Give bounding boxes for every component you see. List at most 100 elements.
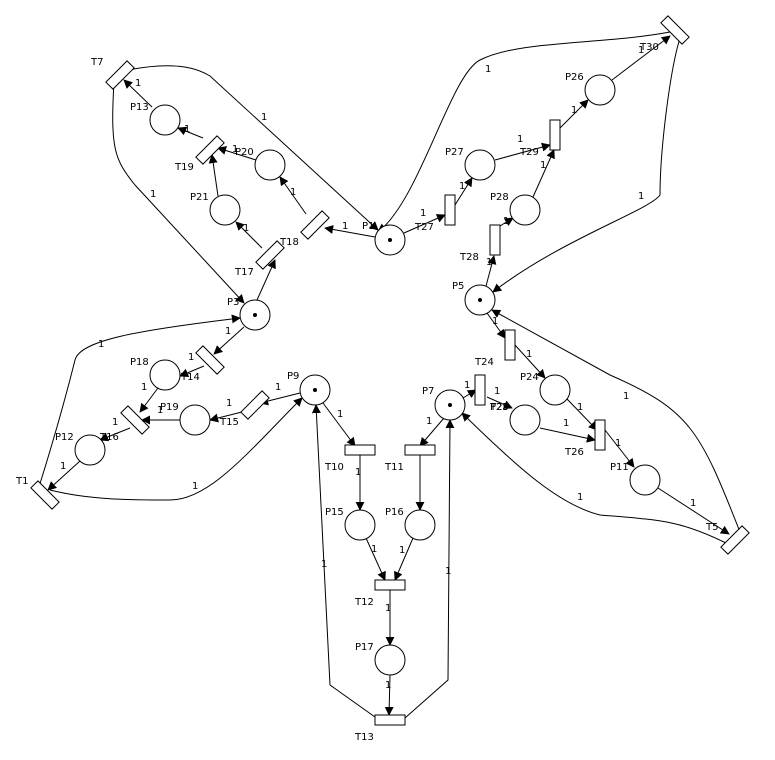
place-label-p11: P11 xyxy=(610,462,629,473)
arc-weight-label: 1 xyxy=(517,134,523,145)
arc-weight-label: 1 xyxy=(226,398,232,409)
arc-p21-t19 xyxy=(208,154,219,197)
arc-weight-label: 1 xyxy=(486,257,492,268)
arc-t25-p25 xyxy=(486,396,513,409)
arc-weight-label: 1 xyxy=(385,603,391,614)
place-label-p26: P26 xyxy=(565,72,584,83)
transition-label-t12: T12 xyxy=(354,597,374,608)
place-label-p7: P7 xyxy=(422,386,434,397)
arc-weight-label: 1 xyxy=(464,380,470,391)
arc-p11-t5 xyxy=(657,487,730,535)
transition-t25 xyxy=(474,374,486,406)
arc-weight-label: 1 xyxy=(192,481,198,492)
arc-weight-label: 1 xyxy=(184,124,190,135)
arc-weight-label: 1 xyxy=(135,78,141,89)
arc-t29-p26 xyxy=(559,99,589,129)
place-label-p20: P20 xyxy=(235,147,254,158)
arc-p9-t10 xyxy=(322,402,356,447)
arc-weight-label: 1 xyxy=(232,144,238,155)
token-p3 xyxy=(253,313,257,317)
arc-weight-label: 1 xyxy=(243,223,249,234)
arc-t28-p28 xyxy=(499,217,514,227)
arc-t18-p20 xyxy=(279,176,307,215)
place-p24 xyxy=(539,374,571,406)
arc-t19-p13 xyxy=(177,126,204,139)
arc-weight-label: 1 xyxy=(526,349,532,360)
place-label-p17: P17 xyxy=(355,642,374,653)
arc-weight-label: 1 xyxy=(225,326,231,337)
place-p28 xyxy=(509,194,541,226)
arc-weight-label: 1 xyxy=(385,680,391,691)
place-p21 xyxy=(209,194,241,226)
place-label-p25: P25 xyxy=(490,402,509,413)
arc-t1-p3 xyxy=(37,314,241,491)
arc-p3-t14 xyxy=(213,326,245,355)
arc-weight-label: 1 xyxy=(150,189,156,200)
arc-weight-label: 1 xyxy=(540,160,546,171)
transition-label-t24: T24 xyxy=(474,357,494,368)
arc-p18-t16 xyxy=(139,387,159,413)
place-label-p15: P15 xyxy=(325,507,344,518)
place-label-p12: P12 xyxy=(55,432,74,443)
place-p20 xyxy=(254,149,286,181)
arc-weight-label: 1 xyxy=(690,498,696,509)
arc-weight-label: 1 xyxy=(399,545,405,556)
token-p1 xyxy=(388,238,392,242)
place-label-p18: P18 xyxy=(130,357,149,368)
transition-t1 xyxy=(30,480,60,510)
transition-t24 xyxy=(504,329,516,361)
labels-layer: 1111111111111111111111111111111111111111… xyxy=(15,42,718,743)
place-p19 xyxy=(179,404,211,436)
transition-t12 xyxy=(374,579,406,591)
place-p13 xyxy=(149,104,181,136)
transition-label-t16: T16 xyxy=(99,432,119,443)
transition-t5 xyxy=(720,525,750,555)
transition-label-t1: T1 xyxy=(15,476,28,487)
place-p12 xyxy=(74,434,106,466)
transition-t29 xyxy=(549,119,561,151)
arc-weight-label: 1 xyxy=(420,208,426,219)
arc-weight-label: 1 xyxy=(638,191,644,202)
place-label-p21: P21 xyxy=(190,192,209,203)
transition-label-t11: T11 xyxy=(384,462,404,473)
token-p7 xyxy=(448,403,452,407)
arc-t5-p5 xyxy=(491,309,741,533)
arc-weight-label: 1 xyxy=(141,382,147,393)
place-p18 xyxy=(149,359,181,391)
place-label-p5: P5 xyxy=(452,281,464,292)
place-label-p3: P3 xyxy=(227,297,239,308)
transition-t17 xyxy=(255,240,285,270)
arc-t5-p7 xyxy=(461,412,729,545)
transition-t18 xyxy=(300,210,330,240)
arc-weight-label: 1 xyxy=(485,64,491,75)
arc-weight-label: 1 xyxy=(261,112,267,123)
transition-label-t10: T10 xyxy=(324,462,344,473)
arc-p7-t25 xyxy=(462,389,477,399)
arc-weight-label: 1 xyxy=(623,391,629,402)
transition-label-t18: T18 xyxy=(279,237,299,248)
transition-t16 xyxy=(120,405,150,435)
arc-p9-t15 xyxy=(259,392,301,406)
place-label-p27: P27 xyxy=(445,147,464,158)
arc-p5-t24 xyxy=(486,312,506,339)
arc-t13-p7 xyxy=(404,419,455,719)
place-p27 xyxy=(464,149,496,181)
arc-p16-t12 xyxy=(394,537,414,581)
arc-p27-t29 xyxy=(494,142,551,161)
arc-p17-t13 xyxy=(384,674,394,716)
arc-weight-label: 1 xyxy=(494,386,500,397)
arc-weight-label: 1 xyxy=(563,418,569,429)
place-label-p28: P28 xyxy=(490,192,509,203)
arc-weight-label: 1 xyxy=(342,221,348,232)
arc-p3-t17 xyxy=(256,259,276,301)
arc-weight-label: 1 xyxy=(275,382,281,393)
arc-p28-t29 xyxy=(532,149,555,198)
transition-t27 xyxy=(444,194,456,226)
arc-weight-label: 1 xyxy=(577,492,583,503)
arc-p13-t7 xyxy=(123,79,153,108)
arc-t26-p11 xyxy=(604,429,635,468)
place-p25 xyxy=(509,404,541,436)
transition-label-t19: T19 xyxy=(174,162,194,173)
transition-label-t14: T14 xyxy=(180,372,200,383)
transition-t13 xyxy=(374,714,406,726)
